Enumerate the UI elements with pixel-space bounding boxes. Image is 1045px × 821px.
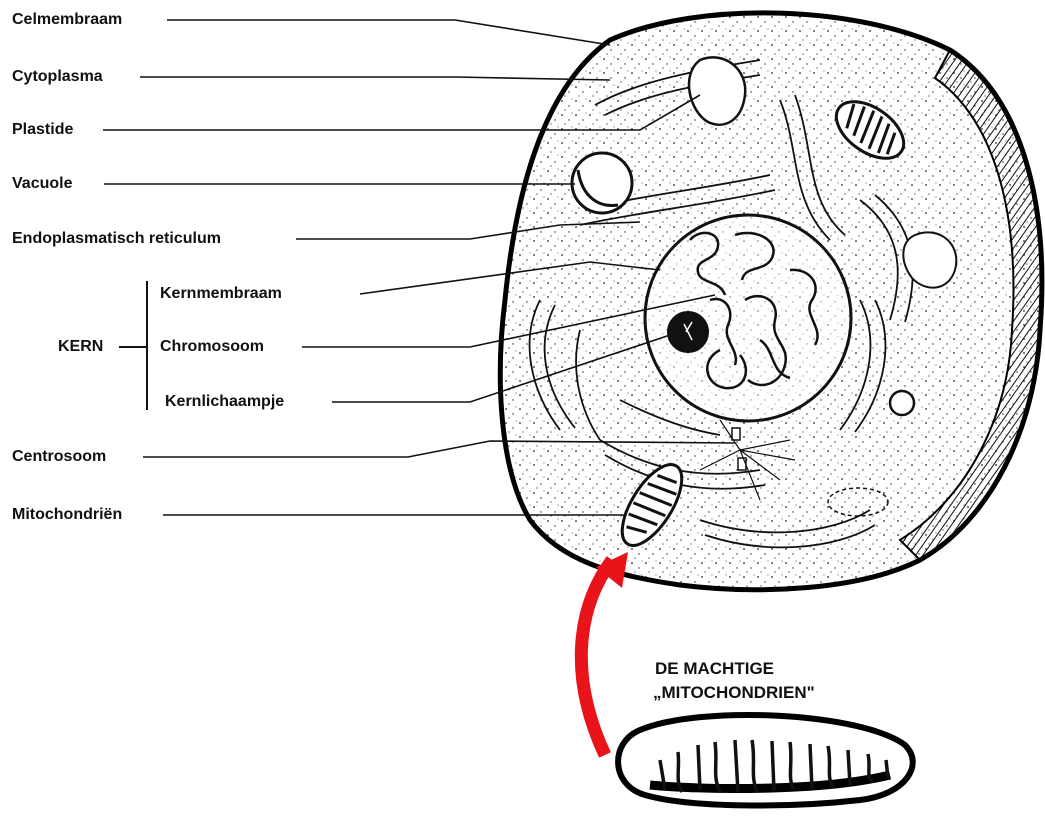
label-kernmembraam: Kernmembraam [160, 285, 282, 303]
kern-bracket [119, 281, 147, 410]
callout-title-line1: DE MACHTIGE [655, 658, 774, 680]
callout-title-line2: „MITOCHONDRIEN" [653, 682, 815, 704]
label-plastide: Plastide [12, 121, 73, 139]
label-cytoplasma: Cytoplasma [12, 68, 103, 86]
label-mitochondrien: Mitochondriën [12, 506, 122, 524]
red-callout-arrow [581, 560, 612, 755]
label-celmembraam: Celmembraam [12, 11, 122, 29]
label-kernlichaampje: Kernlichaampje [165, 393, 284, 411]
label-endoplasmatisch-reticulum: Endoplasmatisch reticulum [12, 230, 221, 248]
label-chromosoom: Chromosoom [160, 338, 264, 356]
small-vacuole [890, 391, 914, 415]
label-kern: KERN [58, 338, 103, 356]
label-centrosoom: Centrosoom [12, 448, 106, 466]
label-vacuole: Vacuole [12, 175, 72, 193]
mitochondrion-enlarged [618, 715, 913, 806]
